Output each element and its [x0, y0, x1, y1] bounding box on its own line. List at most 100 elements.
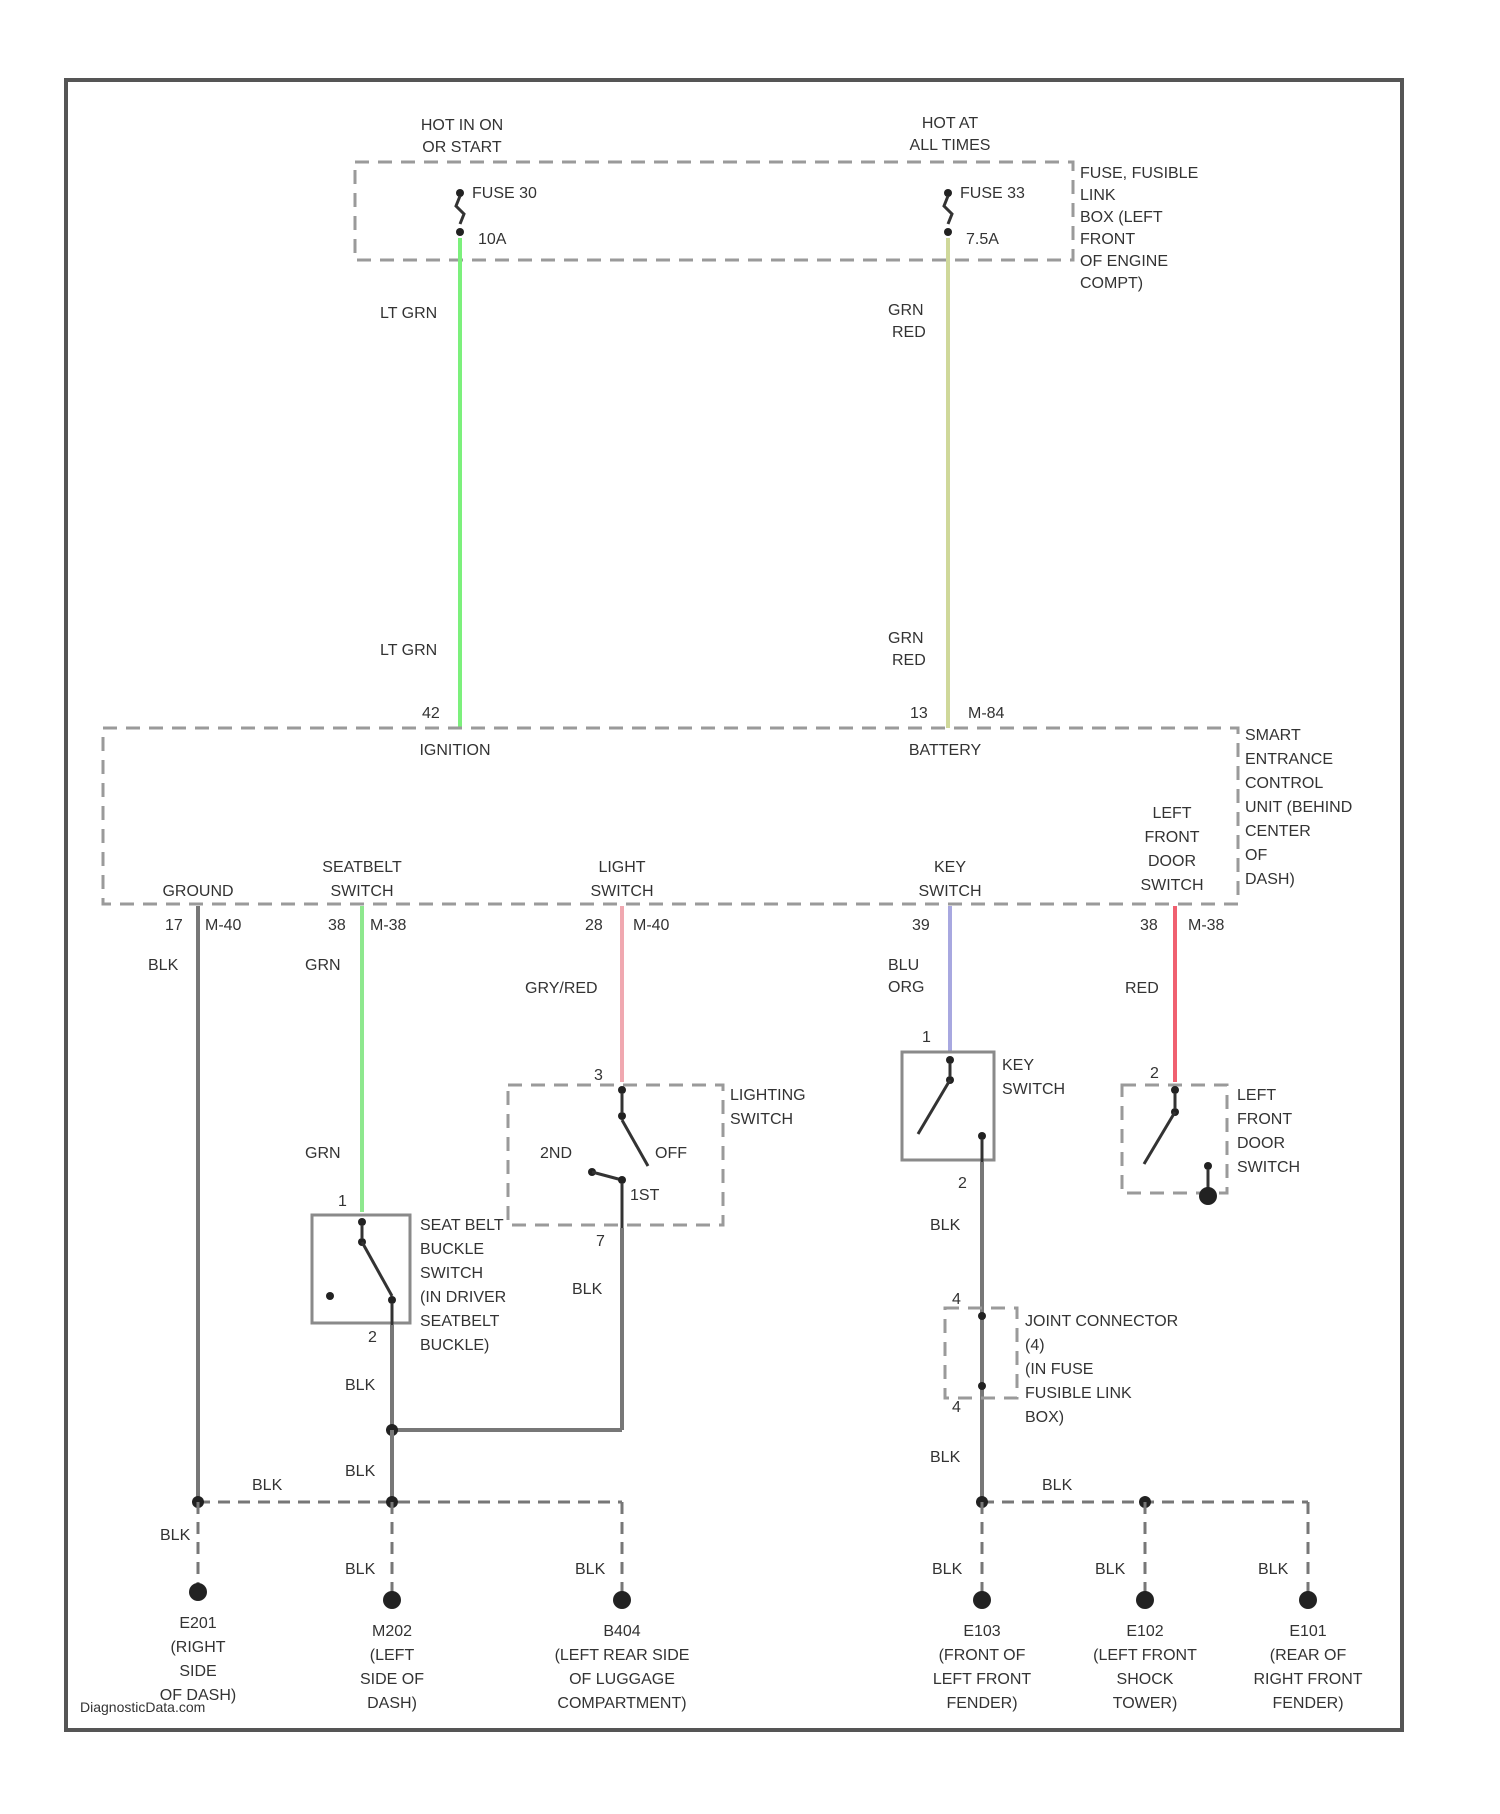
svg-text:SMART: SMART [1245, 727, 1301, 744]
svg-text:RED: RED [892, 324, 926, 341]
wire-label-right-bus: BLK [1042, 1477, 1073, 1494]
lighting-switch: 3 2ND OFF 1ST 7 [540, 1067, 687, 1250]
svg-text:M-38: M-38 [370, 917, 407, 934]
svg-text:UNIT (BEHIND: UNIT (BEHIND [1245, 799, 1352, 816]
credit-text: DiagnosticData.com [80, 1699, 205, 1715]
fuse-bat: FUSE 33 7.5A [944, 185, 1025, 248]
svg-text:(LEFT: (LEFT [370, 1647, 415, 1664]
wire-label-left-bus: BLK [252, 1477, 283, 1494]
ground-b404-icon [613, 1591, 631, 1609]
svg-text:KEY: KEY [1002, 1057, 1034, 1074]
svg-text:SWITCH: SWITCH [590, 883, 653, 900]
joint-connector-label: JOINT CONNECTOR (4) (IN FUSE FUSIBLE LIN… [1025, 1313, 1178, 1426]
svg-text:LEFT: LEFT [1152, 805, 1191, 822]
svg-text:E201: E201 [179, 1615, 216, 1632]
svg-text:LEFT: LEFT [1237, 1087, 1276, 1104]
door-switch-ground-icon [1199, 1187, 1217, 1205]
lighting-switch-label: LIGHTING SWITCH [730, 1087, 806, 1128]
svg-text:E103: E103 [963, 1623, 1000, 1640]
svg-text:SEATBELT: SEATBELT [420, 1313, 500, 1330]
wire-label-grn-red-bot: GRN RED [888, 630, 926, 669]
svg-text:GROUND: GROUND [162, 883, 233, 900]
svg-text:SWITCH: SWITCH [420, 1265, 483, 1282]
svg-text:2: 2 [1150, 1065, 1159, 1082]
svg-text:COMPARTMENT): COMPARTMENT) [557, 1695, 686, 1712]
svg-text:SEATBELT: SEATBELT [322, 859, 402, 876]
pin-ignition: 42 IGNITION [419, 705, 490, 759]
svg-text:7: 7 [596, 1233, 605, 1250]
svg-text:3: 3 [594, 1067, 603, 1084]
svg-text:1ST: 1ST [630, 1187, 660, 1204]
fuse-ign-name: FUSE 30 [472, 185, 537, 202]
wire-label-lt-grn-bot: LT GRN [380, 642, 437, 659]
wire-label-red: RED [1125, 980, 1159, 997]
svg-text:SIDE: SIDE [179, 1663, 216, 1680]
svg-text:OF: OF [1245, 847, 1267, 864]
svg-text:SHOCK: SHOCK [1117, 1671, 1174, 1688]
svg-text:M-40: M-40 [205, 917, 242, 934]
svg-text:BLK: BLK [160, 1527, 191, 1544]
svg-text:(4): (4) [1025, 1337, 1045, 1354]
svg-text:2: 2 [958, 1175, 967, 1192]
svg-text:SWITCH: SWITCH [1002, 1081, 1065, 1098]
svg-text:IGNITION: IGNITION [419, 742, 490, 759]
svg-text:COMPT): COMPT) [1080, 275, 1143, 292]
svg-text:CENTER: CENTER [1245, 823, 1311, 840]
seat-belt-switch-label: SEAT BELT BUCKLE SWITCH (IN DRIVER SEATB… [420, 1217, 506, 1354]
svg-text:DOOR: DOOR [1148, 853, 1196, 870]
svg-text:TOWER): TOWER) [1113, 1695, 1178, 1712]
svg-text:(LEFT REAR SIDE: (LEFT REAR SIDE [555, 1647, 690, 1664]
fuse-ign-amps: 10A [478, 231, 507, 248]
svg-text:SEAT BELT: SEAT BELT [420, 1217, 504, 1234]
wire-label-grn-bot: GRN [305, 1145, 341, 1162]
svg-text:(IN FUSE: (IN FUSE [1025, 1361, 1093, 1378]
svg-text:(FRONT OF: (FRONT OF [939, 1647, 1026, 1664]
svg-text:28: 28 [585, 917, 603, 934]
svg-text:FRONT: FRONT [1080, 231, 1135, 248]
wire-label-jc-down: BLK [930, 1449, 961, 1466]
wire-label-gry-red: GRY/RED [525, 980, 598, 997]
svg-text:RIGHT FRONT: RIGHT FRONT [1253, 1671, 1362, 1688]
svg-text:CONTROL: CONTROL [1245, 775, 1323, 792]
svg-text:HOT AT: HOT AT [922, 115, 979, 132]
svg-text:FRONT: FRONT [1144, 829, 1199, 846]
ground-e101-icon [1299, 1591, 1317, 1609]
svg-text:GRN: GRN [888, 630, 924, 647]
svg-text:E101: E101 [1289, 1623, 1326, 1640]
fuse-ign: FUSE 30 10A [456, 185, 537, 248]
svg-text:FUSIBLE LINK: FUSIBLE LINK [1025, 1385, 1132, 1402]
svg-text:SWITCH: SWITCH [330, 883, 393, 900]
pin-key: KEY SWITCH 39 [912, 859, 982, 934]
svg-text:BLK: BLK [932, 1561, 963, 1578]
svg-text:LINK: LINK [1080, 187, 1116, 204]
pin-light: LIGHT SWITCH 28 M-40 [585, 859, 670, 934]
svg-text:RED: RED [892, 652, 926, 669]
bat-source-label: HOT AT ALL TIMES [910, 115, 991, 154]
svg-text:OFF: OFF [655, 1145, 687, 1162]
wire-label-lt-grn-top: LT GRN [380, 305, 437, 322]
svg-text:BLK: BLK [575, 1561, 606, 1578]
svg-text:OF ENGINE: OF ENGINE [1080, 253, 1168, 270]
svg-text:BUCKLE): BUCKLE) [420, 1337, 489, 1354]
svg-text:42: 42 [422, 705, 440, 722]
svg-text:(RIGHT: (RIGHT [170, 1639, 225, 1656]
ground-m202-icon [383, 1591, 401, 1609]
wire-label-belt-down: BLK [345, 1377, 376, 1394]
svg-text:2: 2 [368, 1329, 377, 1346]
svg-text:BOX (LEFT: BOX (LEFT [1080, 209, 1163, 226]
control-unit-box [103, 728, 1238, 904]
pin-seatbelt: SEATBELT SWITCH 38 M-38 [322, 859, 406, 934]
svg-text:BLK: BLK [345, 1561, 376, 1578]
svg-text:(IN DRIVER: (IN DRIVER [420, 1289, 506, 1306]
svg-text:13: 13 [910, 705, 928, 722]
svg-text:SWITCH: SWITCH [918, 883, 981, 900]
ground-e103-icon [973, 1591, 991, 1609]
svg-text:FUSE, FUSIBLE: FUSE, FUSIBLE [1080, 165, 1198, 182]
svg-text:M202: M202 [372, 1623, 412, 1640]
svg-text:SWITCH: SWITCH [1140, 877, 1203, 894]
wire-label-grn-top: GRN [305, 957, 341, 974]
svg-text:SWITCH: SWITCH [1237, 1159, 1300, 1176]
ign-source-label: HOT IN ON OR START [421, 117, 503, 156]
pin-door: LEFT FRONT DOOR SWITCH 38 M-38 [1140, 805, 1225, 934]
